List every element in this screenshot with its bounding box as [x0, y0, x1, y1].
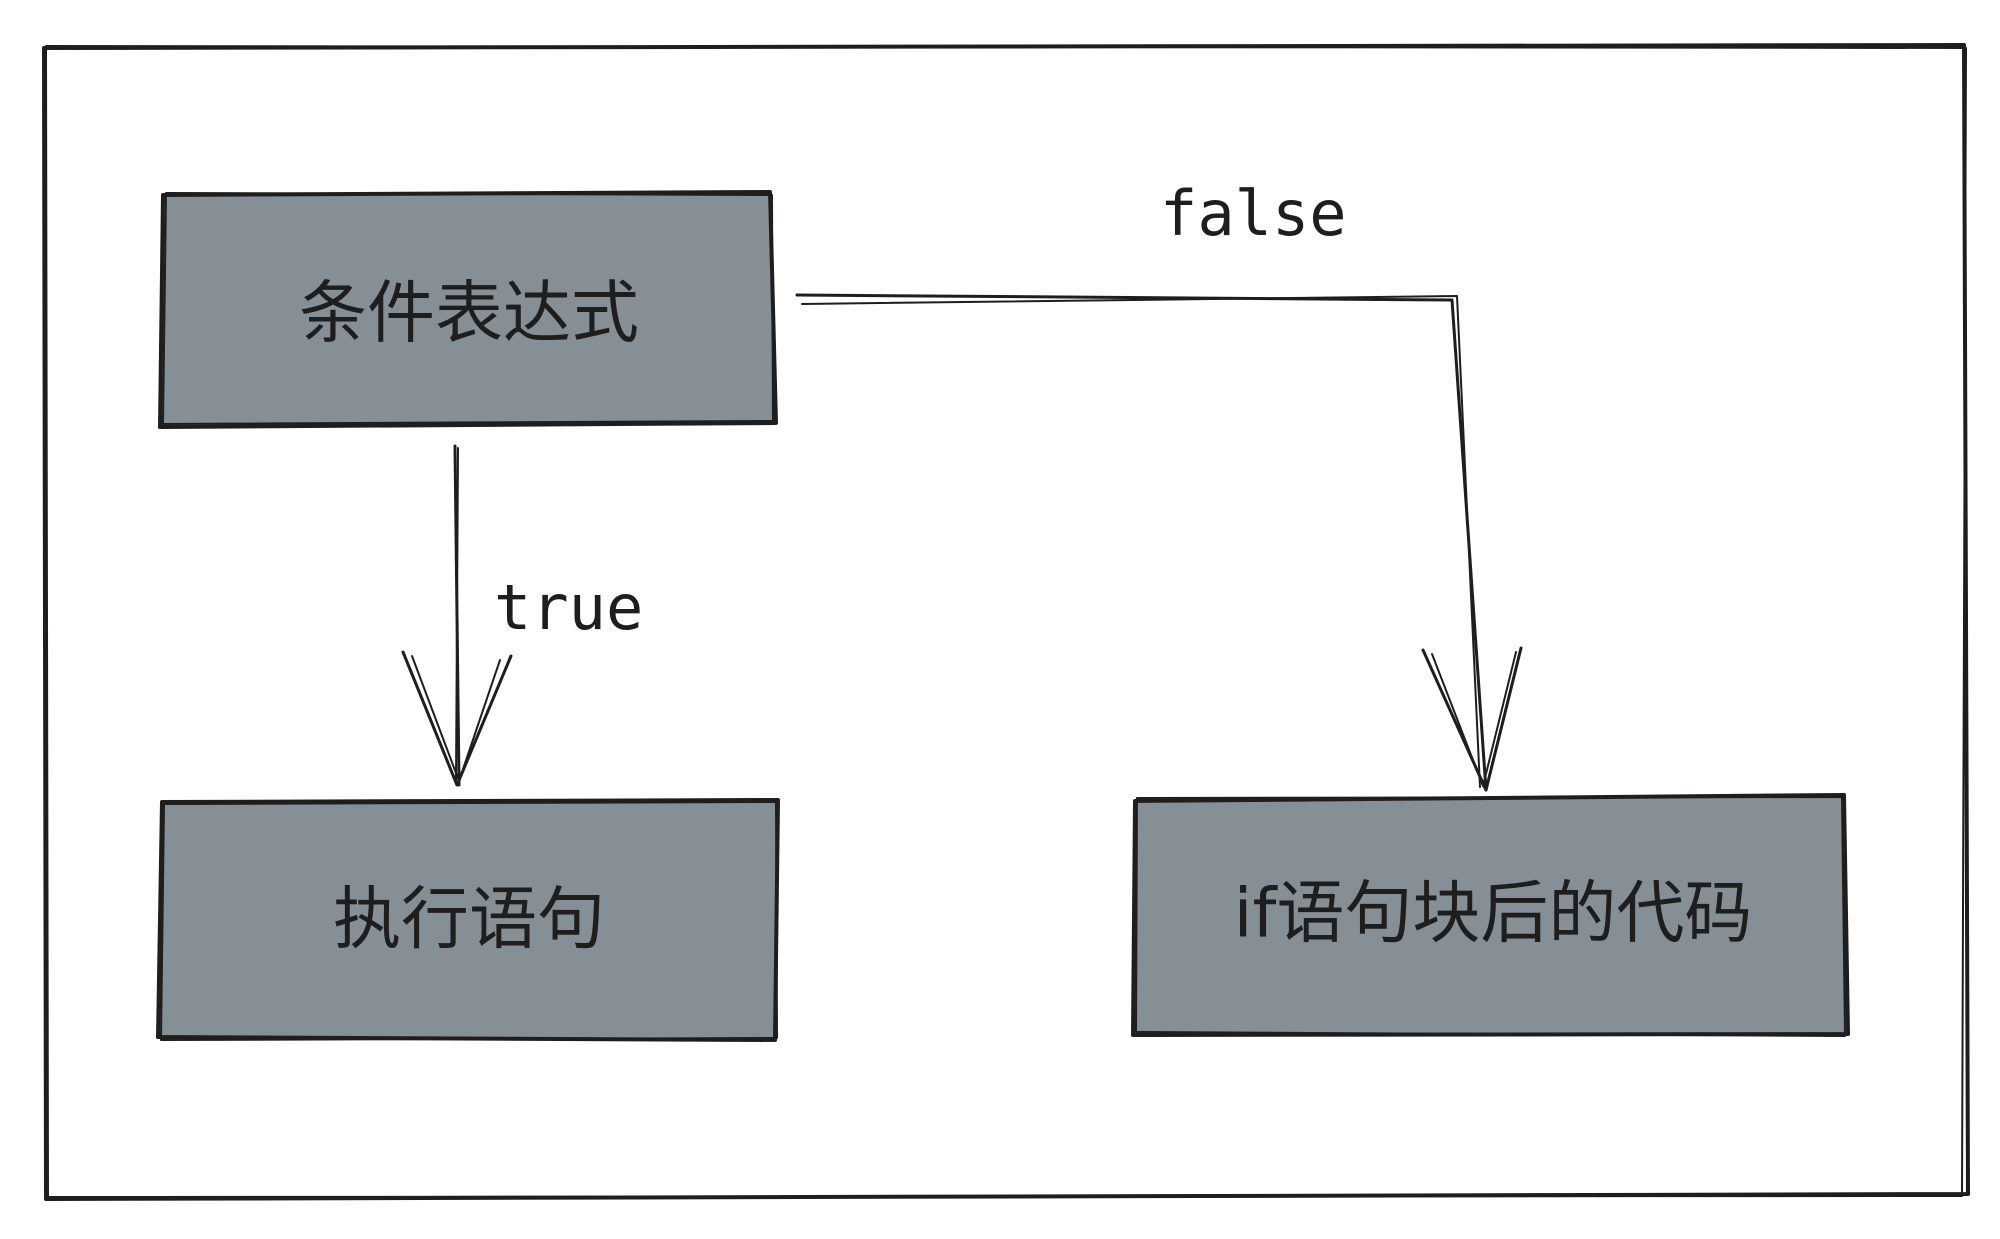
node-condition-box — [158, 190, 778, 429]
node-execute-label: 执行语句 — [333, 881, 605, 960]
node-execute[interactable]: 执行语句 — [156, 798, 780, 1042]
edge-false-line — [795, 293, 1488, 792]
node-execute-box — [156, 798, 780, 1042]
node-after-if-label: if语句块后的代码 — [1234, 875, 1753, 954]
edge-true-arrowhead — [401, 650, 513, 787]
edge-false-label: false — [1160, 177, 1347, 250]
node-condition-label: 条件表达式 — [299, 275, 639, 354]
edge-true: true — [401, 444, 643, 787]
edge-true-label: true — [494, 571, 643, 644]
edge-false-arrowhead — [1421, 646, 1523, 792]
outer-frame — [42, 43, 1970, 1201]
node-condition[interactable]: 条件表达式 — [158, 190, 778, 429]
edge-false: false — [795, 177, 1523, 792]
node-after-if[interactable]: if语句块后的代码 — [1131, 793, 1850, 1037]
